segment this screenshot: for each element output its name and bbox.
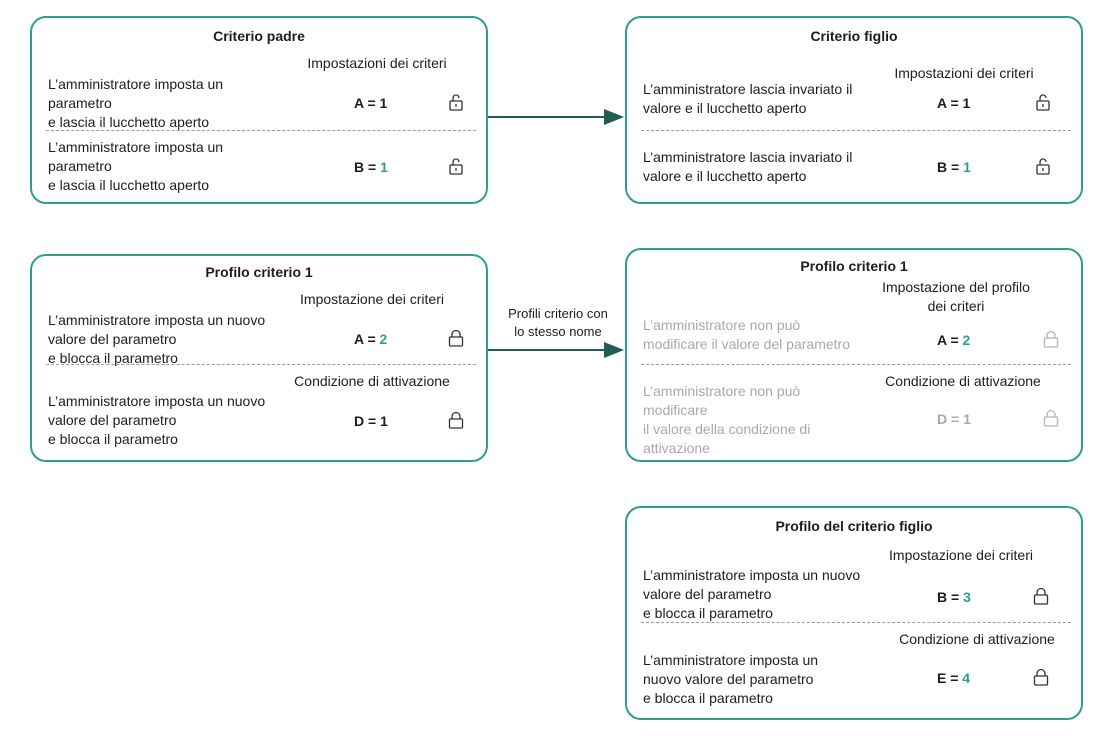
row-description: L’amministratore lascia invariato il val… [643, 149, 853, 184]
section-heading: Impostazione dei criteri [300, 291, 444, 307]
section-heading: Impostazione del profilo dei criteri [882, 279, 1030, 314]
section-heading: Impostazione dei criteri [889, 547, 1033, 563]
open-lock-icon [1033, 156, 1053, 176]
closed-lock-icon [446, 328, 466, 348]
section-heading: Condizione di attivazione [899, 631, 1055, 647]
row-description: L’amministratore non può modificare il v… [643, 317, 850, 352]
row-description: L’amministratore lascia invariato il val… [643, 81, 853, 116]
box-title: Profilo criterio 1 [205, 264, 313, 280]
policy-profile-left-box: Profilo criterio 1 Impostazione dei crit… [30, 254, 488, 462]
parameter-value: D = 1 [937, 411, 971, 427]
open-lock-icon [1033, 92, 1053, 112]
child-policy-profile-box: Profilo del criterio figlio Impostazione… [625, 506, 1083, 720]
closed-lock-icon [1041, 408, 1061, 428]
section-heading: Condizione di attivazione [294, 373, 450, 389]
row-separator [46, 364, 476, 365]
box-title: Criterio figlio [810, 28, 898, 44]
closed-lock-icon [1031, 667, 1051, 687]
closed-lock-icon [1041, 329, 1061, 349]
parameter-value: A = 1 [354, 95, 388, 111]
box-title: Criterio padre [213, 28, 305, 44]
arrow-caption: Profili criterio con lo stesso nome [508, 306, 608, 339]
row-separator [641, 130, 1071, 131]
row-description: L’amministratore imposta un parametro e … [48, 76, 224, 130]
section-heading: Condizione di attivazione [885, 373, 1041, 389]
row-description: L’amministratore imposta un nuovo valore… [643, 567, 861, 621]
row-separator [641, 622, 1071, 623]
row-description: L’amministratore non può modificare il v… [643, 383, 811, 456]
closed-lock-icon [1031, 586, 1051, 606]
open-lock-icon [446, 156, 466, 176]
row-separator [46, 130, 476, 131]
box-title: Profilo criterio 1 [800, 258, 908, 274]
parameter-value: D = 1 [354, 413, 388, 429]
parameter-value: E = 4 [937, 670, 971, 686]
row-description: L’amministratore imposta un nuovo valore… [48, 393, 266, 447]
parameter-value: A = 1 [937, 95, 971, 111]
row-description: L’amministratore imposta un parametro e … [48, 139, 224, 193]
open-lock-icon [446, 92, 466, 112]
section-heading: Impostazioni dei criteri [307, 55, 447, 71]
parameter-value: B = 3 [937, 589, 971, 605]
parameter-value: A = 2 [937, 332, 971, 348]
child-policy-box: Criterio figlio Impostazioni dei criteri… [625, 16, 1083, 204]
policy-profile-right-box: Profilo criterio 1 Impostazione del prof… [625, 248, 1083, 462]
row-separator [641, 364, 1071, 365]
parent-policy-box: Criterio padre Impostazioni dei criteri … [30, 16, 488, 204]
section-heading: Impostazioni dei criteri [894, 65, 1034, 81]
row-description: L’amministratore imposta un nuovo valore… [643, 652, 819, 706]
row-description: L’amministratore imposta un nuovo valore… [48, 312, 266, 366]
box-title: Profilo del criterio figlio [775, 518, 933, 534]
parameter-value: B = 1 [937, 159, 971, 175]
parameter-value: A = 2 [354, 331, 388, 347]
closed-lock-icon [446, 410, 466, 430]
parameter-value: B = 1 [354, 159, 388, 175]
